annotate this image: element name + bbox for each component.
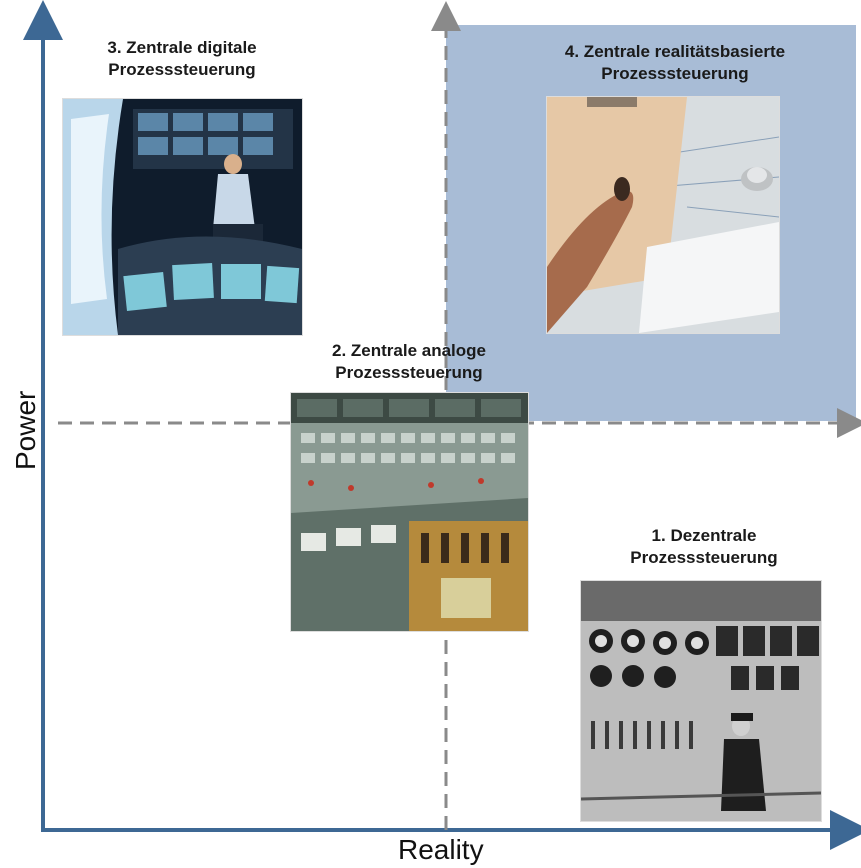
tabletop-clipboard-photo — [546, 96, 780, 334]
quadrant-1-label: 1. Dezentrale Prozesssteuerung — [586, 525, 822, 569]
quadrant-1-line2: Prozesssteuerung — [630, 548, 778, 567]
decentral-control-photo — [580, 580, 822, 822]
quadrant-1-line1: 1. Dezentrale — [651, 526, 757, 545]
quadrant-3-label: 3. Zentrale digitale Prozesssteuerung — [62, 37, 302, 81]
quadrant-3-line1: 3. Zentrale digitale — [107, 38, 257, 57]
quadrant-2-line1: 2. Zentrale analoge — [332, 341, 486, 360]
x-axis-label: Reality — [398, 834, 484, 865]
quadrant-4-line2: Prozesssteuerung — [601, 64, 749, 83]
y-axis-label: Power — [10, 390, 41, 470]
quadrant-3-line2: Prozesssteuerung — [108, 60, 256, 79]
quadrant-4-label: 4. Zentrale realitätsbasierte Prozessste… — [490, 41, 860, 85]
analog-control-room-photo — [290, 392, 529, 632]
digital-control-room-photo — [62, 98, 303, 336]
quadrant-2-line2: Prozesssteuerung — [335, 363, 483, 382]
quadrant-2-label: 2. Zentrale analoge Prozesssteuerung — [290, 340, 528, 384]
quadrant-4-line1: 4. Zentrale realitätsbasierte — [564, 42, 786, 61]
